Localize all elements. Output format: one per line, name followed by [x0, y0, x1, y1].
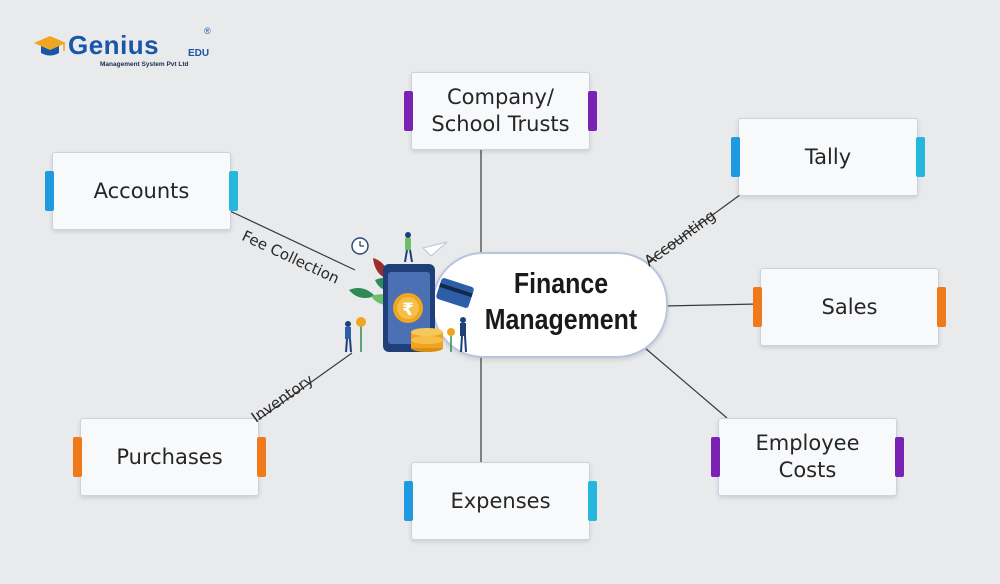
- plant-decoration: [356, 317, 366, 352]
- node-label: Sales: [821, 294, 878, 319]
- node-accounts: Accounts: [45, 152, 238, 230]
- tab-left: [404, 481, 413, 521]
- logo-subtitle: Management System Pvt Ltd: [100, 61, 189, 68]
- registered-mark: ®: [204, 26, 211, 36]
- coin-stack-icon: [411, 328, 443, 352]
- logo-name: Genius: [68, 30, 160, 60]
- node-label: Expenses: [450, 488, 551, 513]
- plant-decoration: [447, 328, 455, 352]
- center-title: Finance Management: [484, 268, 638, 336]
- line-tally: [647, 191, 745, 263]
- tab-left: [404, 91, 413, 131]
- node-label: Accounts: [93, 178, 190, 203]
- tab-left: [731, 137, 740, 177]
- tab-left: [753, 287, 762, 327]
- tab-right: [895, 437, 904, 477]
- node-label: Employee Costs: [755, 431, 860, 482]
- rupee-symbol: ₹: [402, 300, 414, 320]
- node-employee-costs: Employee Costs: [711, 418, 904, 496]
- node-purchases: Purchases: [73, 418, 266, 496]
- paper-plane-icon: [422, 241, 448, 257]
- graduation-cap-icon: [34, 36, 66, 56]
- node-label: Company/ School Trusts: [431, 85, 570, 136]
- tab-right: [229, 171, 238, 211]
- line-accounts: [229, 210, 356, 271]
- node-label: Purchases: [116, 444, 223, 469]
- genius-logo: Genius EDU ® Management System Pvt Ltd: [34, 26, 224, 78]
- center-node: Finance Management: [432, 252, 668, 358]
- person-figure: [460, 317, 467, 353]
- line-sales: [663, 303, 759, 307]
- person-figure: [404, 232, 413, 263]
- logo-edu: EDU: [188, 48, 210, 59]
- finance-illustration: ₹: [345, 232, 474, 353]
- node-tally: Tally: [731, 118, 925, 196]
- tab-left: [73, 437, 82, 477]
- tab-right: [916, 137, 925, 177]
- tab-left: [711, 437, 720, 477]
- tab-right: [588, 481, 597, 521]
- node-label: Tally: [804, 144, 852, 169]
- tab-right: [257, 437, 266, 477]
- tab-left: [45, 171, 54, 211]
- person-figure: [345, 321, 352, 353]
- tab-right: [588, 91, 597, 131]
- credit-card-icon: [436, 278, 474, 308]
- line-employee-costs: [644, 347, 728, 419]
- line-purchases: [257, 352, 353, 421]
- node-sales: Sales: [753, 268, 946, 346]
- clock-icon: [351, 237, 369, 255]
- node-company-trusts: Company/ School Trusts: [404, 72, 597, 150]
- node-expenses: Expenses: [404, 462, 597, 540]
- tab-right: [937, 287, 946, 327]
